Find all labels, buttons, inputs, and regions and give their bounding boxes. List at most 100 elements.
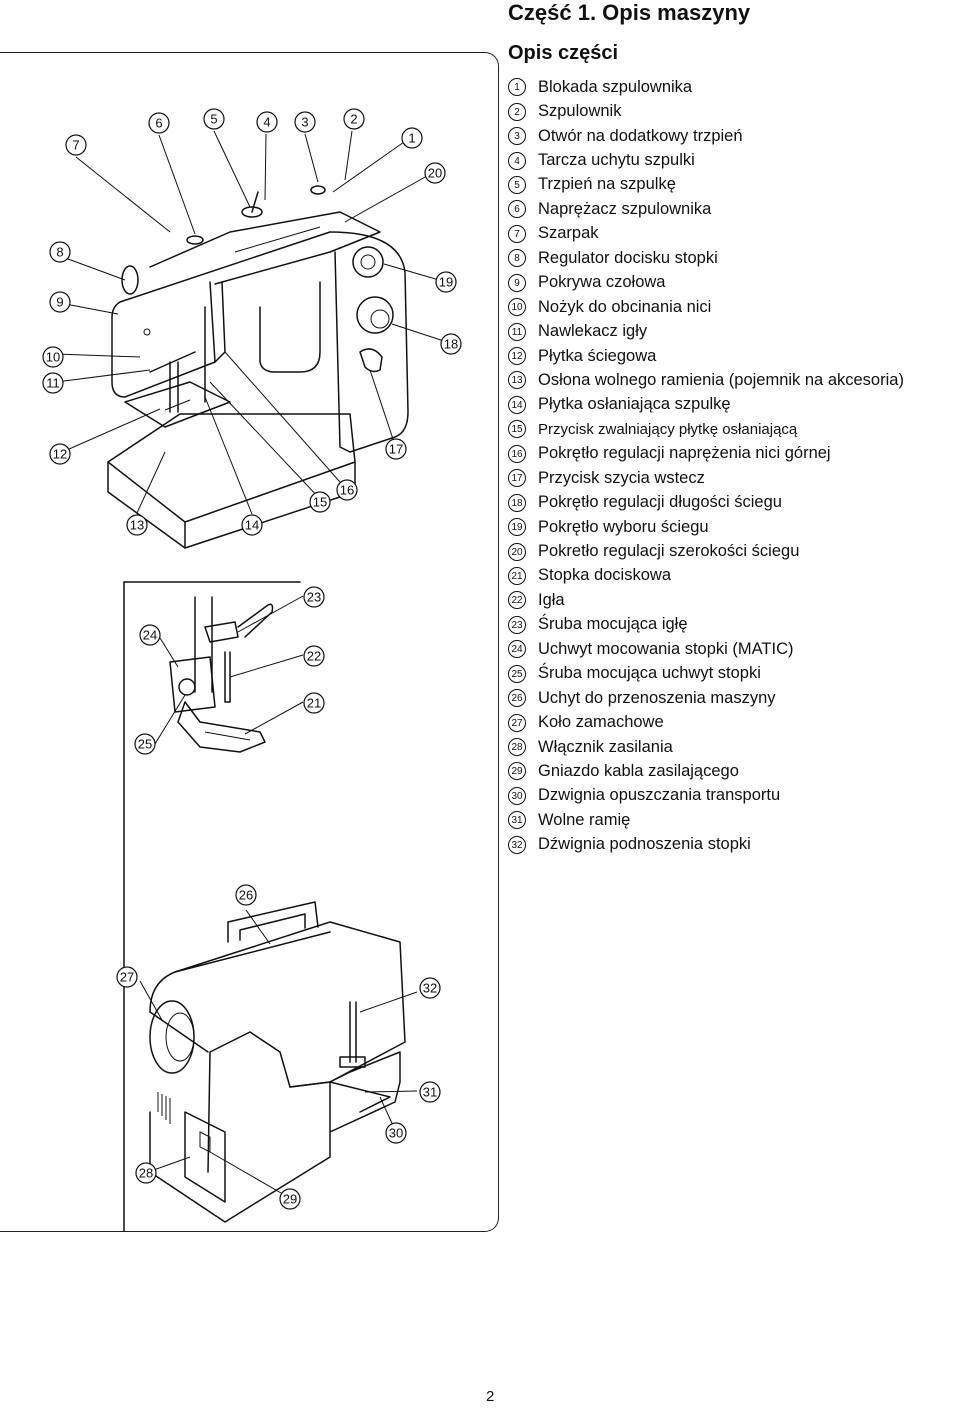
list-item: 15 Przycisk zwalniający płytkę osłaniając…: [508, 417, 904, 441]
part-number: 6: [508, 200, 526, 219]
presser-foot-drawing: [123, 581, 301, 1232]
svg-text:30: 30: [389, 1126, 403, 1141]
svg-text:9: 9: [56, 295, 63, 310]
list-item: 27 Koło zamachowe: [508, 710, 904, 734]
svg-text:3: 3: [301, 115, 308, 130]
callout-19: 19: [435, 271, 457, 293]
callout-26: 26: [235, 884, 257, 906]
part-label: Pokrętło regulacji naprężenia nici górne…: [538, 444, 831, 463]
svg-text:19: 19: [439, 275, 453, 290]
part-number: 8: [508, 249, 526, 268]
callout-23: 23: [303, 586, 325, 608]
svg-text:12: 12: [53, 447, 67, 462]
svg-text:2: 2: [350, 112, 357, 127]
list-item: 3 Otwór na dodatkowy trzpień: [508, 124, 904, 148]
callout-6: 6: [148, 112, 170, 134]
part-number: 27: [508, 713, 526, 732]
part-label: Naprężacz szpulownika: [538, 199, 712, 218]
part-number: 28: [508, 738, 526, 757]
part-label: Uchyt do przenoszenia maszyny: [538, 688, 776, 707]
part-number: 12: [508, 347, 526, 366]
part-label: Szpulownik: [538, 102, 622, 121]
callout-29: 29: [279, 1188, 301, 1210]
svg-text:5: 5: [210, 112, 217, 127]
callout-28: 28: [135, 1162, 157, 1184]
part-number: 1: [508, 78, 526, 97]
svg-text:6: 6: [155, 116, 162, 131]
part-number: 17: [508, 469, 526, 488]
part-label: Przycisk zwalniający płytkę osłaniającą: [538, 420, 798, 438]
part-number: 16: [508, 444, 526, 463]
part-number: 3: [508, 127, 526, 146]
list-item: 17 Przycisk szycia wstecz: [508, 466, 904, 490]
part-number: 32: [508, 835, 526, 854]
callout-20: 20: [424, 162, 446, 184]
rear-leader-lines: [139, 909, 418, 1198]
list-item: 28 Włącznik zasilania: [508, 735, 904, 759]
callout-31: 31: [419, 1081, 441, 1103]
page-number: 2: [486, 1388, 495, 1405]
part-label: Otwór na dodatkowy trzpień: [538, 126, 743, 145]
part-number: 18: [508, 493, 526, 512]
part-label: Śruba mocująca igłę: [538, 615, 688, 634]
callout-3: 3: [294, 111, 316, 133]
callout-9: 9: [49, 291, 71, 313]
svg-text:32: 32: [423, 981, 437, 996]
svg-text:29: 29: [283, 1192, 297, 1207]
part-number: 31: [508, 811, 526, 830]
svg-text:18: 18: [444, 337, 458, 352]
callout-32: 32: [419, 977, 441, 999]
part-label: Dźwignia podnoszenia stopki: [538, 835, 751, 854]
callout-1: 1: [401, 127, 423, 149]
svg-text:24: 24: [143, 628, 157, 643]
part-number: 15: [508, 420, 526, 439]
callout-24: 24: [139, 624, 161, 646]
part-label: Przycisk szycia wstecz: [538, 468, 705, 487]
part-number: 26: [508, 689, 526, 708]
part-number: 29: [508, 762, 526, 781]
machine-rear-drawing: [149, 901, 406, 1223]
list-item: 16 Pokrętło regulacji naprężenia nici gór…: [508, 442, 904, 466]
part-label: Płytka osłaniająca szpulkę: [538, 395, 731, 414]
part-label: Pokrętło wyboru ściegu: [538, 517, 709, 536]
callout-17: 17: [385, 438, 407, 460]
callout-13: 13: [126, 514, 148, 536]
machine-front-drawing: [107, 185, 409, 549]
svg-text:8: 8: [56, 245, 63, 260]
leader-lines: [55, 130, 451, 515]
part-number: 14: [508, 395, 526, 414]
svg-text:27: 27: [120, 970, 134, 985]
part-label: Igła: [538, 590, 565, 609]
part-number: 21: [508, 566, 526, 585]
callout-2: 2: [343, 108, 365, 130]
part-number: 30: [508, 786, 526, 805]
svg-text:15: 15: [313, 495, 327, 510]
svg-text:7: 7: [72, 138, 79, 153]
part-number: 13: [508, 371, 526, 390]
part-number: 24: [508, 640, 526, 659]
svg-text:21: 21: [307, 696, 321, 711]
part-label: Koło zamachowe: [538, 713, 664, 732]
part-label: Włącznik zasilania: [538, 737, 673, 756]
part-label: Szarpak: [538, 224, 599, 243]
figure-frame: [0, 52, 499, 1232]
part-number: 25: [508, 664, 526, 683]
callout-18: 18: [440, 333, 462, 355]
part-label: Nawlekacz igły: [538, 322, 648, 341]
